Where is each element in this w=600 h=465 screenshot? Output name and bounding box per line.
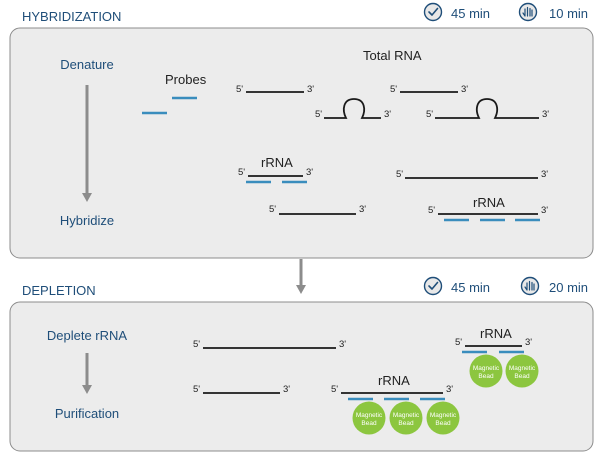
svg-text:5': 5' [455,337,462,348]
clock-icon [423,276,443,296]
svg-text:3': 3' [307,84,314,95]
svg-text:3': 3' [283,384,290,395]
label-rrna-right-depletion: rRNA [480,326,512,341]
svg-text:3': 3' [384,109,391,120]
svg-text:5': 5' [426,109,433,120]
hybridization-time-value: 45 min [451,6,490,21]
label-probes: Probes [165,72,207,87]
hybridization-panel [9,27,594,259]
deplete-to-purification-arrow [82,353,92,394]
svg-text:Magnetic: Magnetic [393,412,420,419]
rna-strand: 5' 3' [193,384,290,395]
svg-text:Bead: Bead [435,420,451,427]
svg-text:3': 3' [542,109,549,120]
svg-text:Magnetic: Magnetic [356,412,383,419]
svg-text:Bead: Bead [478,373,494,380]
depletion-panel [9,301,594,452]
rna-strand: 5' 3' [269,204,366,215]
svg-text:3': 3' [359,204,366,215]
rna-hairpin-strand: 5' 3' [315,98,391,120]
svg-text:5': 5' [331,384,338,395]
label-rrna-right: rRNA [473,195,505,210]
magnetic-bead: Magnetic Bead [389,401,423,435]
svg-text:Magnetic: Magnetic [509,365,536,372]
svg-text:5': 5' [390,84,397,95]
svg-text:5': 5' [428,205,435,216]
rrna-strand-with-probes: 5' 3' [238,167,313,184]
svg-text:3': 3' [461,84,468,95]
denature-to-hybridize-arrow [82,85,92,202]
hand-icon [520,276,540,296]
depletion-time-value: 45 min [451,280,490,295]
svg-text:Bead: Bead [361,420,377,427]
rna-strand: 5' 3' [193,339,346,350]
svg-text:Bead: Bead [398,420,414,427]
svg-text:Magnetic: Magnetic [473,365,500,372]
rna-strand: 5' 3' [390,84,468,95]
svg-text:5': 5' [315,109,322,120]
depletion-hands-on-value: 20 min [549,280,588,295]
svg-text:5': 5' [396,169,403,180]
svg-text:3': 3' [446,384,453,395]
hybridization-hands-on-value: 10 min [549,6,588,21]
step-hybridize: Hybridize [60,213,114,228]
rrna-strand-with-probes: 5' 3' [428,205,548,222]
rrna-strand-with-beads: 5' 3' [331,384,453,401]
svg-text:3': 3' [306,167,313,178]
rna-strand: 5' 3' [236,84,314,95]
hand-icon [518,2,538,22]
svg-text:Magnetic: Magnetic [430,412,457,419]
clock-icon [423,2,443,22]
svg-text:3': 3' [525,337,532,348]
svg-text:3': 3' [339,339,346,350]
rrna-strand-with-beads: 5' 3' [455,337,532,354]
step-purification: Purification [55,406,119,421]
hybridization-title: HYBRIDIZATION [22,9,121,24]
section-connector-arrow [296,259,306,294]
svg-text:5': 5' [193,339,200,350]
rna-strand: 5' 3' [396,169,548,180]
label-rrna-left: rRNA [261,155,293,170]
magnetic-bead: Magnetic Bead [469,354,503,388]
step-denature: Denature [60,57,113,72]
label-total-rna: Total RNA [363,48,422,63]
step-deplete-rrna: Deplete rRNA [47,328,128,343]
magnetic-bead: Magnetic Bead [505,354,539,388]
svg-text:Bead: Bead [514,373,530,380]
svg-text:5': 5' [193,384,200,395]
svg-text:5': 5' [238,167,245,178]
magnetic-bead: Magnetic Bead [352,401,386,435]
magnetic-bead: Magnetic Bead [426,401,460,435]
svg-text:5': 5' [269,204,276,215]
rna-hairpin-strand: 5' 3' [426,98,549,120]
svg-text:3': 3' [541,169,548,180]
label-rrna-middle: rRNA [378,373,410,388]
depletion-title: DEPLETION [22,283,96,298]
svg-text:3': 3' [541,205,548,216]
svg-text:5': 5' [236,84,243,95]
